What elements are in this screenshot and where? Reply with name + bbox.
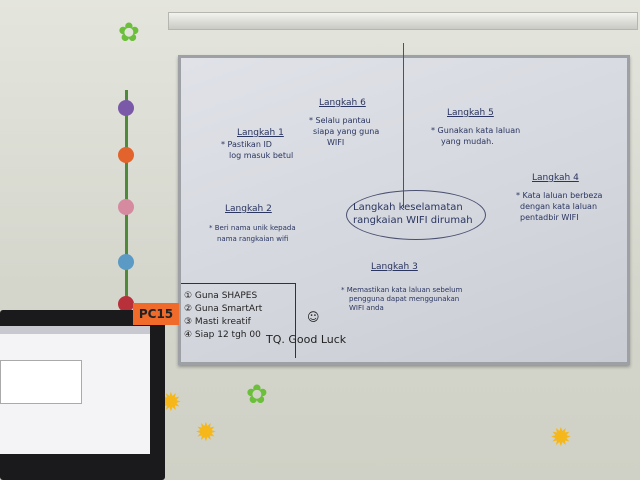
- pc-label: PC15: [133, 303, 179, 325]
- sunflower-decoration: ✹: [160, 388, 182, 418]
- step-3: Langkah 3* Memastikan kata laluan sebelu…: [341, 262, 463, 313]
- center-ellipse: [346, 190, 486, 240]
- projector-screen-case: [168, 12, 638, 30]
- task-box: [181, 283, 296, 358]
- ladybug-decoration: [118, 296, 134, 312]
- flower-decoration: ✿: [246, 380, 268, 410]
- computer-monitor: [0, 310, 165, 480]
- monitor-screen: [0, 326, 150, 454]
- ladybug-decoration: [118, 254, 134, 270]
- ladybug-decoration: [118, 100, 134, 116]
- ladybug-decoration: [118, 147, 134, 163]
- vine-decoration: [125, 90, 128, 305]
- signoff-text: TQ. Good Luck: [266, 333, 347, 346]
- flower-decoration: ✿: [118, 18, 140, 48]
- sunflower-decoration: ✹: [550, 423, 572, 453]
- ladybug-decoration: [118, 199, 134, 215]
- sunflower-decoration: ✹: [195, 418, 217, 448]
- smiley: ☺: [307, 310, 320, 324]
